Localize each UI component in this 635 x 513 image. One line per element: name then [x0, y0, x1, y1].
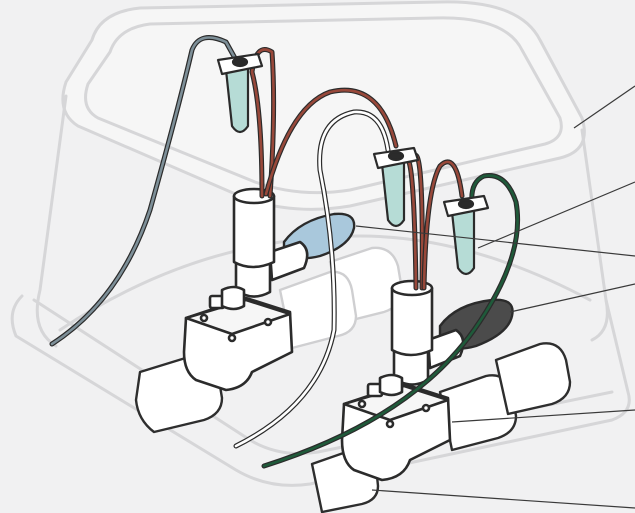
bolt: [385, 419, 395, 429]
valve-box-lid-inner: [84, 16, 563, 195]
wire-red-brown-1-fill: [250, 48, 275, 198]
callout-leader-fitting: [451, 409, 635, 423]
callout-leader-pipe: [371, 489, 635, 509]
pipe-fitting: [278, 270, 358, 350]
valve-box-wall-left: [35, 94, 68, 348]
solenoid-valve-1-neck: [268, 240, 309, 282]
callout-leaders: [355, 85, 635, 509]
callout-leader-blue-cap: [355, 225, 635, 257]
wire-gray-blue-fill: [50, 36, 238, 346]
pipe-fitting: [494, 342, 572, 416]
callout-leader-wire: [477, 181, 635, 249]
bolt: [357, 399, 367, 409]
wire-green-fill: [262, 174, 519, 468]
bolt: [199, 313, 209, 323]
callout-leader-dark-cap: [509, 283, 635, 313]
pipe-fitting: [438, 374, 518, 452]
wire-white-fill: [234, 110, 390, 448]
wire-connector-3: [442, 194, 490, 276]
valve-box-base-flange: [10, 294, 631, 487]
bolt: [421, 403, 431, 413]
pipe-run-front: [310, 342, 572, 513]
wire-red-brown-2-fill: [264, 88, 398, 196]
bolt: [227, 333, 237, 343]
wire-red-brown-4-fill: [422, 160, 464, 290]
valve-box-wall-right: [580, 128, 609, 342]
bolt: [263, 317, 273, 327]
callout-leader-box: [573, 85, 635, 129]
solenoid-valve-2-side-port: [378, 373, 404, 397]
solenoid-valve-1-side-port: [220, 285, 246, 311]
wire-connector-2: [372, 146, 420, 228]
wire-connector-1: [216, 52, 264, 134]
wire-connectors: [216, 52, 490, 276]
